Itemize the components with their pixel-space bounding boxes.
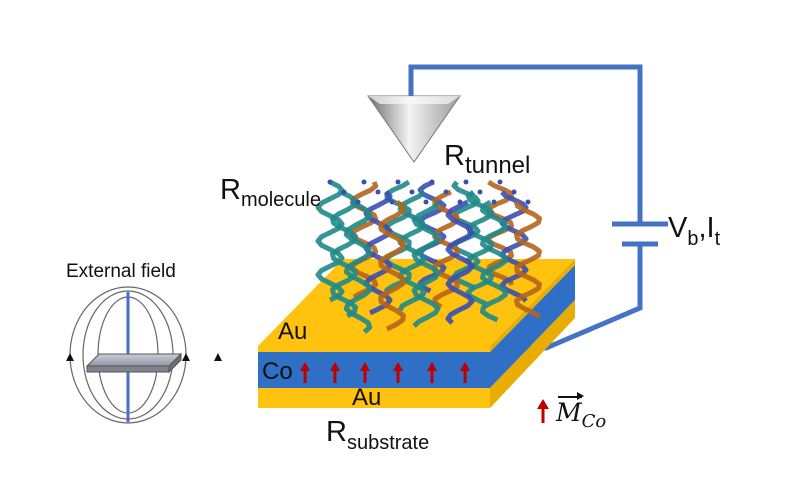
helix-molecule [445,199,475,325]
au-bottom-layer [258,388,490,408]
r-molecule-label: Rmolecule [220,174,321,211]
molecule-head [491,199,497,205]
molecule-head [463,179,469,185]
molecule-head [375,189,381,195]
molecule-head [327,179,333,185]
helix-molecule [378,199,406,332]
substrate-slab [258,259,575,408]
co-magnetization-arrowhead [427,362,437,371]
au-top-label: Au [278,318,308,345]
au-bottom-label: Au [352,384,382,411]
co-magnetization-arrowhead [393,362,403,371]
stm-tip-icon [367,95,461,163]
external-field-label: External field [66,261,176,282]
helix-molecule [514,201,542,320]
co-layer [258,352,490,388]
r-substrate-label: Rsubstrate [326,416,430,454]
bias-label: Vb,It [668,212,721,250]
molecule-head [443,189,449,195]
m-co-label: MCo [556,392,607,432]
helix-molecule [330,189,358,319]
molecule-head [525,199,531,205]
au-top-layer [258,259,575,346]
molecule-head [361,179,367,185]
au-front-thin [258,346,490,352]
molecule-head [395,179,401,185]
helix-molecule [315,179,345,303]
molecule-head [511,189,517,195]
battery-icon [612,221,668,247]
molecule-head [341,189,347,195]
co-magnetization-arrowhead [330,362,340,371]
molecule-layer [315,179,542,334]
bar-magnet-icon [66,286,222,424]
r-tunnel-label: Rtunnel [444,140,531,179]
co-magnetization-arrowhead [360,362,370,371]
molecule-head [423,199,429,205]
co-arrows [300,362,470,383]
co-magnetization-arrowhead [460,362,470,371]
molecule-head [497,179,503,185]
helix-molecule [343,199,373,334]
helix-molecule [411,200,441,328]
molecule-head [429,179,435,185]
molecule-head [355,199,361,205]
molecule-head [409,189,415,195]
co-label: Co [262,358,293,385]
helix-molecule [480,199,508,323]
molecule-head [457,199,463,205]
molecule-head [477,189,483,195]
magnetization-arrow-icon [537,399,549,423]
molecule-head [389,199,395,205]
co-magnetization-arrowhead [300,362,310,371]
